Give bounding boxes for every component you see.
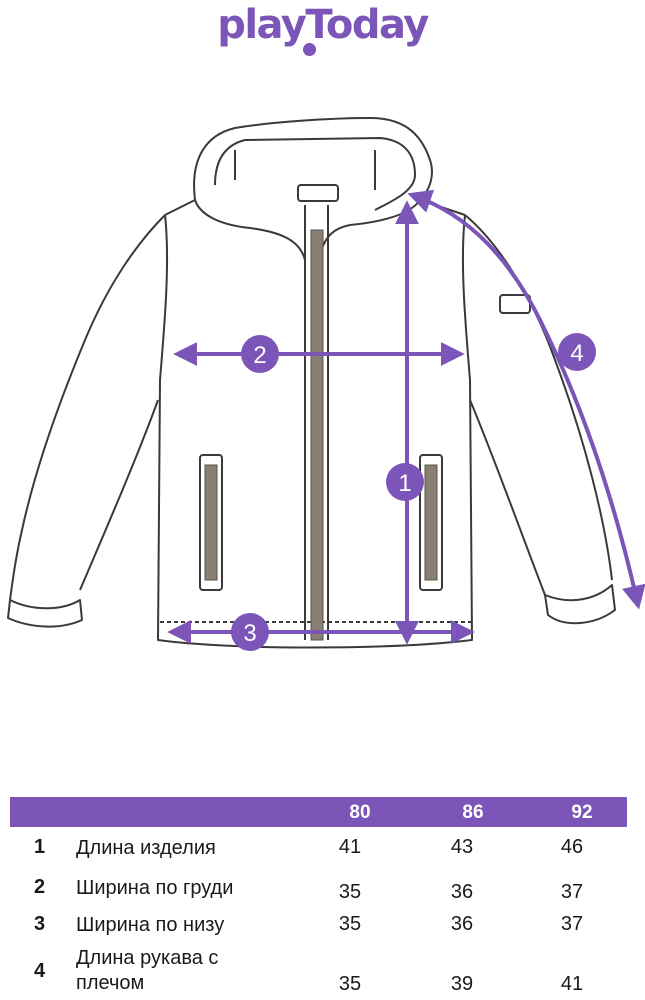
zipper-details (204, 229, 438, 641)
row-value-80: 41 (338, 836, 362, 858)
marker-4: 4 (558, 333, 596, 371)
marker-1: 1 (386, 463, 424, 501)
size-86-header: 86 (462, 802, 484, 823)
row-value-86: 43 (450, 836, 474, 858)
size-80-header: 80 (349, 802, 371, 823)
marker-3: 3 (231, 613, 269, 651)
row-value-92: 37 (560, 881, 584, 903)
marker-2: 2 (241, 335, 279, 373)
row-value-80: 35 (338, 913, 362, 935)
logo-text: playToday (217, 2, 429, 48)
marker-2-text: 2 (253, 342, 266, 369)
row-value-80: 35 (338, 881, 362, 903)
measurement-arrows (167, 189, 645, 645)
row-value-92: 37 (560, 913, 584, 935)
row-value-86: 36 (450, 881, 474, 903)
logo-dot (303, 43, 316, 56)
row-number: 3 (34, 913, 46, 935)
size-92-header: 92 (571, 802, 593, 823)
marker-3-text: 3 (243, 620, 256, 647)
row-label: Ширина по низу (76, 914, 225, 936)
row-label: Длина изделия (76, 837, 216, 859)
marker-4-text: 4 (570, 340, 583, 367)
row-label: Ширина по груди (76, 877, 234, 899)
jacket-measurement-diagram: 1 2 3 4 (7, 117, 645, 651)
row-label: Длина рукава с плечом (76, 947, 219, 994)
marker-1-text: 1 (398, 470, 411, 497)
row-value-92: 46 (560, 836, 584, 858)
row-number: 4 (34, 960, 46, 982)
row-value-86: 36 (450, 913, 474, 935)
row-value-92: 41 (560, 973, 584, 995)
brand-logo: playToday (0, 0, 645, 70)
row-number: 1 (34, 836, 46, 858)
row-number: 2 (34, 876, 46, 898)
row-value-80: 35 (338, 973, 362, 995)
size-table-header: 80 86 92 (10, 797, 627, 827)
measurement-markers: 1 2 3 4 (231, 333, 596, 651)
row-value-86: 39 (450, 973, 474, 995)
